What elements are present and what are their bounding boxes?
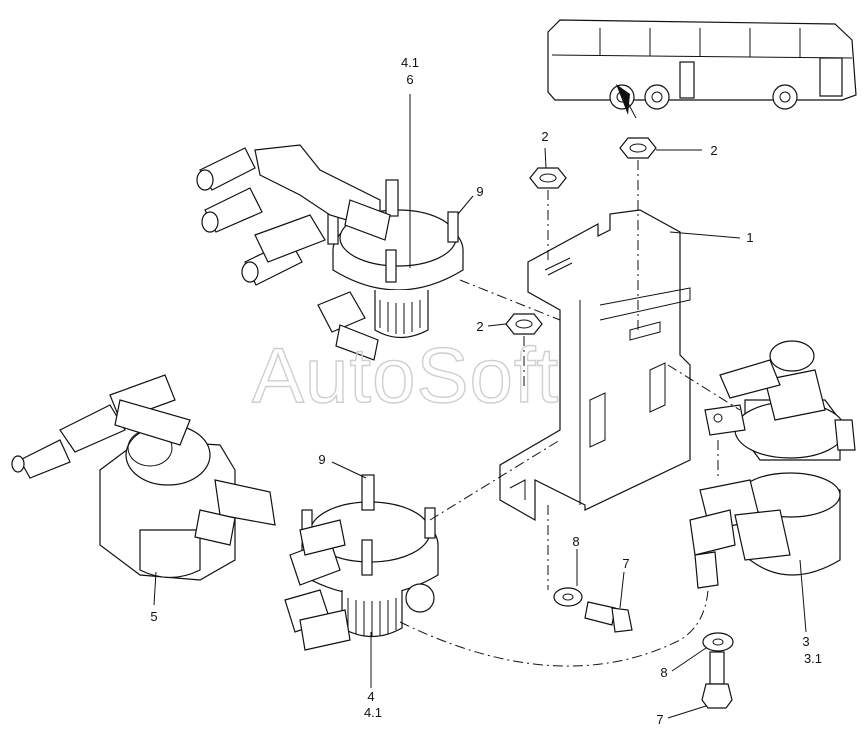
bolt-part-7-right: [701, 651, 733, 709]
callout-4: 4: [367, 689, 374, 704]
location-arrow-icon: [616, 84, 630, 115]
callout-5: 5: [150, 609, 157, 624]
bracket-part-1: [499, 209, 691, 522]
callout-3: 3: [802, 634, 809, 649]
callout-4-1-top: 4.1: [401, 55, 419, 70]
callout-2-middle: 2: [476, 319, 483, 334]
callout-9-top: 9: [476, 184, 483, 199]
washer-part-8-left: [553, 587, 583, 607]
washer-part-8-right: [702, 632, 734, 652]
callout-3-1: 3.1: [804, 651, 822, 666]
callout-4-1-bottom: 4.1: [364, 705, 382, 720]
bus-locator-thumbnail: [547, 19, 857, 119]
nut-part-2-top: [529, 167, 567, 189]
callout-6: 6: [406, 72, 413, 87]
right-valve-part-3: [689, 340, 856, 589]
upper-valve-assembly: [196, 144, 464, 361]
callout-labels: 4.1 6 9 2 2 1 2 9 5 4 4.1 8 7 3 3.1 8 7: [150, 55, 822, 727]
callout-2-right: 2: [710, 143, 717, 158]
nut-part-2-right: [619, 137, 657, 159]
assembly-guide-lines: [399, 160, 741, 667]
callout-7-left: 7: [622, 556, 629, 571]
leader-lines: [153, 94, 807, 719]
callout-8-left: 8: [572, 534, 579, 549]
callout-7-right: 7: [656, 712, 663, 727]
callout-8-right: 8: [660, 665, 667, 680]
bolt-part-7-left: [584, 601, 633, 633]
callout-1: 1: [746, 230, 753, 245]
watermark-text: AutoSoft: [252, 331, 559, 419]
callout-2-top: 2: [541, 129, 548, 144]
left-valve-part-5: [11, 374, 276, 581]
lower-valve-part-4: [284, 474, 439, 651]
callout-9-bottom: 9: [318, 452, 325, 467]
